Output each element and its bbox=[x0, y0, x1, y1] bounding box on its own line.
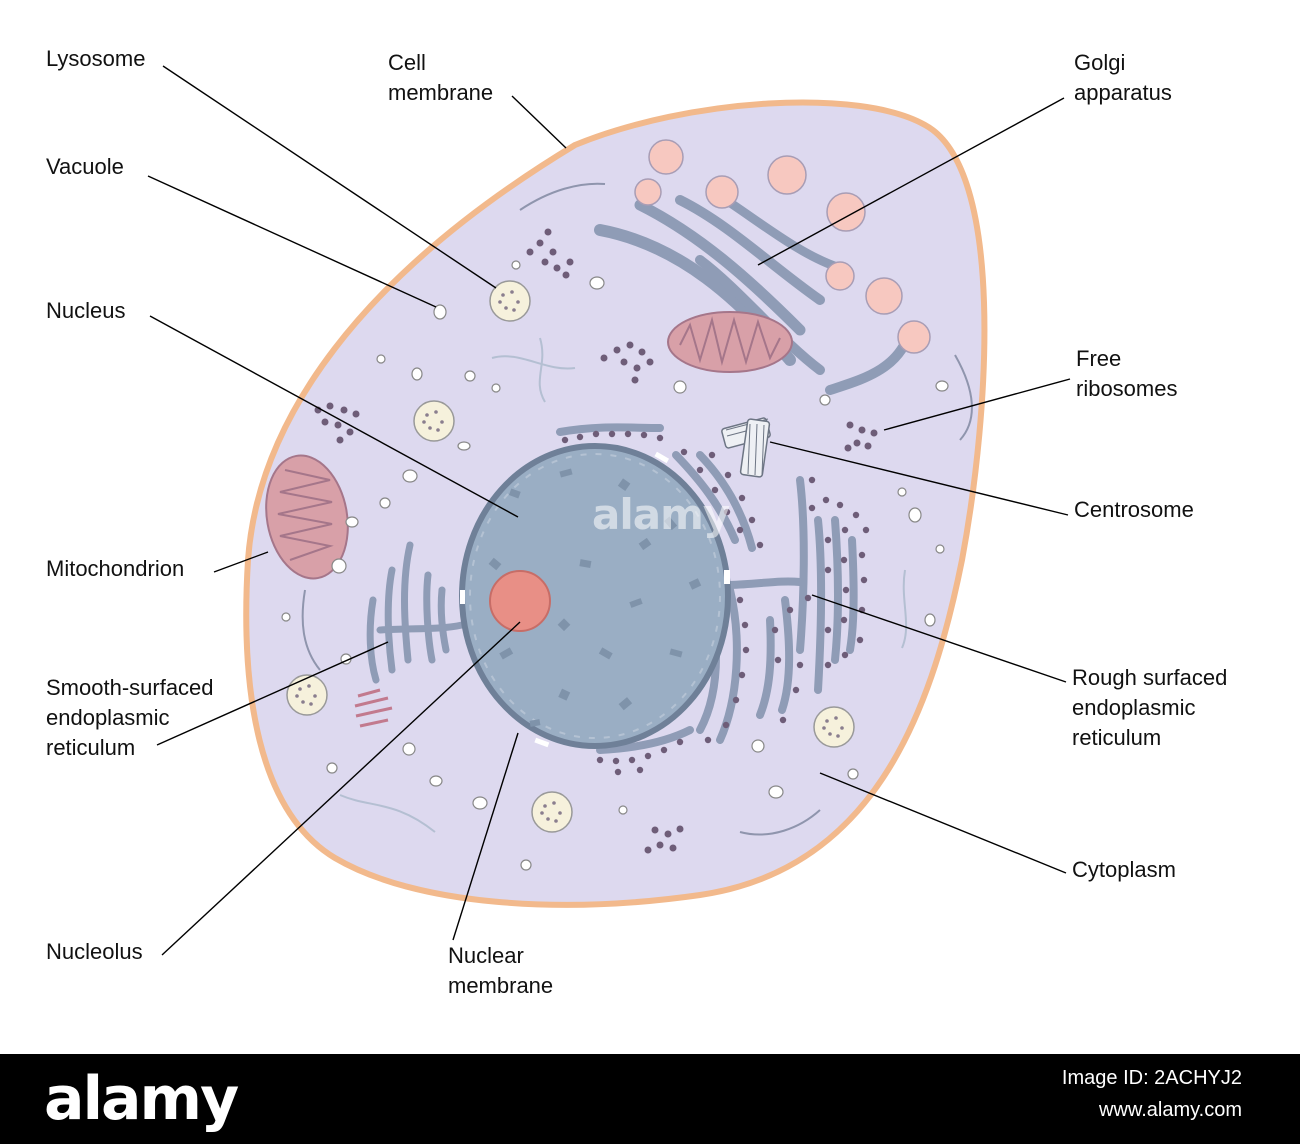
vacuoles bbox=[281, 260, 949, 871]
label-free-ribosomes: Free ribosomes bbox=[1076, 346, 1178, 401]
cytoplasm-arcs bbox=[301, 182, 973, 836]
ribosome-clusters bbox=[314, 228, 878, 854]
rough-er-ribosomes bbox=[561, 430, 870, 776]
cytoskeleton-filaments bbox=[339, 337, 908, 833]
leader-lines bbox=[147, 65, 1071, 956]
label-cytoplasm: Cytoplasm bbox=[1072, 857, 1176, 882]
label-nucleolus: Nucleolus bbox=[46, 939, 143, 964]
label-vacuole: Vacuole bbox=[46, 154, 124, 179]
alamy-watermark: alamy bbox=[592, 490, 730, 539]
label-centrosome: Centrosome bbox=[1074, 497, 1194, 522]
alamy-logo: alamy bbox=[44, 1064, 239, 1134]
footer-url: www.alamy.com bbox=[1099, 1099, 1242, 1121]
mitochondrion-upper bbox=[667, 311, 793, 373]
mitochondrion-left bbox=[265, 454, 349, 580]
lysosome-granules bbox=[295, 290, 844, 823]
label-smooth-er: Smooth-surfaced endoplasmic reticulum bbox=[46, 675, 214, 760]
chromatin bbox=[488, 468, 702, 727]
image-id: Image ID: 2ACHYJ2 bbox=[1061, 1067, 1242, 1089]
label-cell-membrane: Cell membrane bbox=[388, 50, 494, 105]
label-lysosome: Lysosome bbox=[46, 46, 146, 71]
label-golgi-apparatus: Golgi apparatus bbox=[1074, 50, 1172, 105]
nuclear-pores bbox=[460, 451, 730, 748]
label-mitochondrion: Mitochondrion bbox=[46, 556, 185, 581]
smooth-er bbox=[366, 541, 466, 684]
lysosomes bbox=[286, 280, 855, 833]
label-nucleus: Nucleus bbox=[46, 298, 126, 323]
cell-diagram bbox=[147, 65, 1071, 956]
label-rough-er: Rough surfaced endoplasmic reticulum bbox=[1072, 665, 1228, 750]
golgi-vesicles bbox=[634, 139, 931, 354]
nucleolus bbox=[489, 570, 551, 632]
mitochondrion-small bbox=[354, 688, 393, 728]
footer-bar: alamy Image ID: 2ACHYJ2 www.alamy.com bbox=[0, 1054, 1300, 1144]
label-nuclear-membrane: Nuclear membrane bbox=[448, 943, 554, 998]
centrosome bbox=[721, 417, 771, 478]
